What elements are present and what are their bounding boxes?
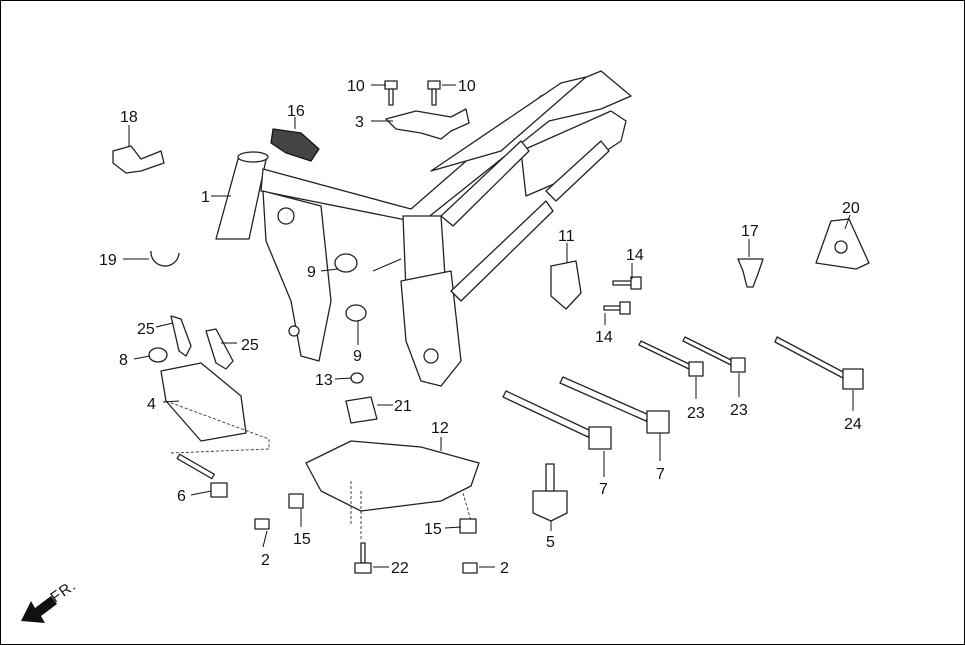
bolts-7 — [502, 376, 670, 450]
bracket-plate-3 — [385, 108, 470, 140]
callout-numbers: 1 2 2 3 4 5 6 7 7 8 9 9 10 10 11 12 13 1… — [99, 78, 862, 577]
clamp-ring-19 — [150, 250, 180, 267]
hose-25-right — [205, 328, 234, 370]
bolt-22 — [354, 542, 372, 574]
callout-7-left: 7 — [599, 481, 608, 498]
arrow-down-left-icon — [21, 596, 57, 623]
bracket-18 — [112, 145, 165, 174]
callout-16: 16 — [287, 103, 305, 120]
nut-15-left — [288, 493, 304, 509]
callout-15-right: 15 — [424, 521, 442, 538]
callout-10-left: 10 — [347, 78, 365, 95]
guard-4 — [160, 362, 247, 442]
callout-1: 1 — [201, 189, 210, 206]
callout-25-left: 25 — [137, 321, 155, 338]
grommet-8 — [148, 347, 168, 363]
callout-8: 8 — [119, 352, 128, 369]
callout-9-lower: 9 — [353, 348, 362, 365]
bolt-24 — [774, 336, 864, 390]
callout-3: 3 — [355, 114, 364, 131]
bolts-14 — [603, 276, 642, 315]
callout-21: 21 — [394, 398, 412, 415]
callout-19: 19 — [99, 252, 117, 269]
bolts-23 — [638, 336, 746, 377]
callout-24: 24 — [844, 416, 862, 433]
callout-14-upper: 14 — [626, 247, 644, 264]
callout-15-left: 15 — [293, 531, 311, 548]
spring — [372, 258, 402, 272]
callout-20: 20 — [842, 200, 860, 217]
bolt-2-right — [462, 562, 478, 574]
nut-13 — [350, 372, 364, 384]
callout-5: 5 — [546, 534, 555, 551]
bolt-6 — [176, 453, 228, 498]
bolt-2-left — [254, 518, 270, 530]
front-direction-indicator: FR. — [21, 577, 80, 623]
callout-13: 13 — [315, 372, 333, 389]
callout-18: 18 — [120, 109, 138, 126]
callout-11: 11 — [558, 228, 575, 245]
callout-4: 4 — [147, 396, 156, 413]
callout-12: 12 — [431, 420, 449, 437]
main-frame — [215, 70, 632, 387]
bracket-11 — [550, 260, 582, 310]
callout-9-upper: 9 — [307, 264, 316, 281]
hose-25-left — [170, 315, 192, 357]
leader-lines — [123, 84, 854, 568]
callout-6: 6 — [177, 488, 186, 505]
callout-10-right: 10 — [458, 78, 476, 95]
callout-23-left: 23 — [687, 405, 705, 422]
callout-22: 22 — [391, 560, 409, 577]
callout-23-right: 23 — [730, 402, 748, 419]
skid-plate-12 — [305, 440, 480, 512]
callout-17: 17 — [741, 223, 759, 240]
assembly-guides — [165, 400, 472, 541]
callout-14-lower: 14 — [595, 329, 613, 346]
bracket-21 — [345, 396, 378, 424]
mount-5 — [532, 490, 568, 522]
bolts-10 — [384, 80, 441, 106]
callout-7-right: 7 — [656, 466, 665, 483]
callout-2-right: 2 — [500, 560, 509, 577]
rubber-17 — [737, 258, 764, 288]
clamp-16 — [270, 128, 320, 162]
bushing-9-upper — [334, 253, 358, 273]
nut-15-right — [459, 518, 477, 534]
callout-2-left: 2 — [261, 552, 270, 569]
callout-25-right: 25 — [241, 337, 259, 354]
bushing-9-lower — [345, 304, 367, 322]
